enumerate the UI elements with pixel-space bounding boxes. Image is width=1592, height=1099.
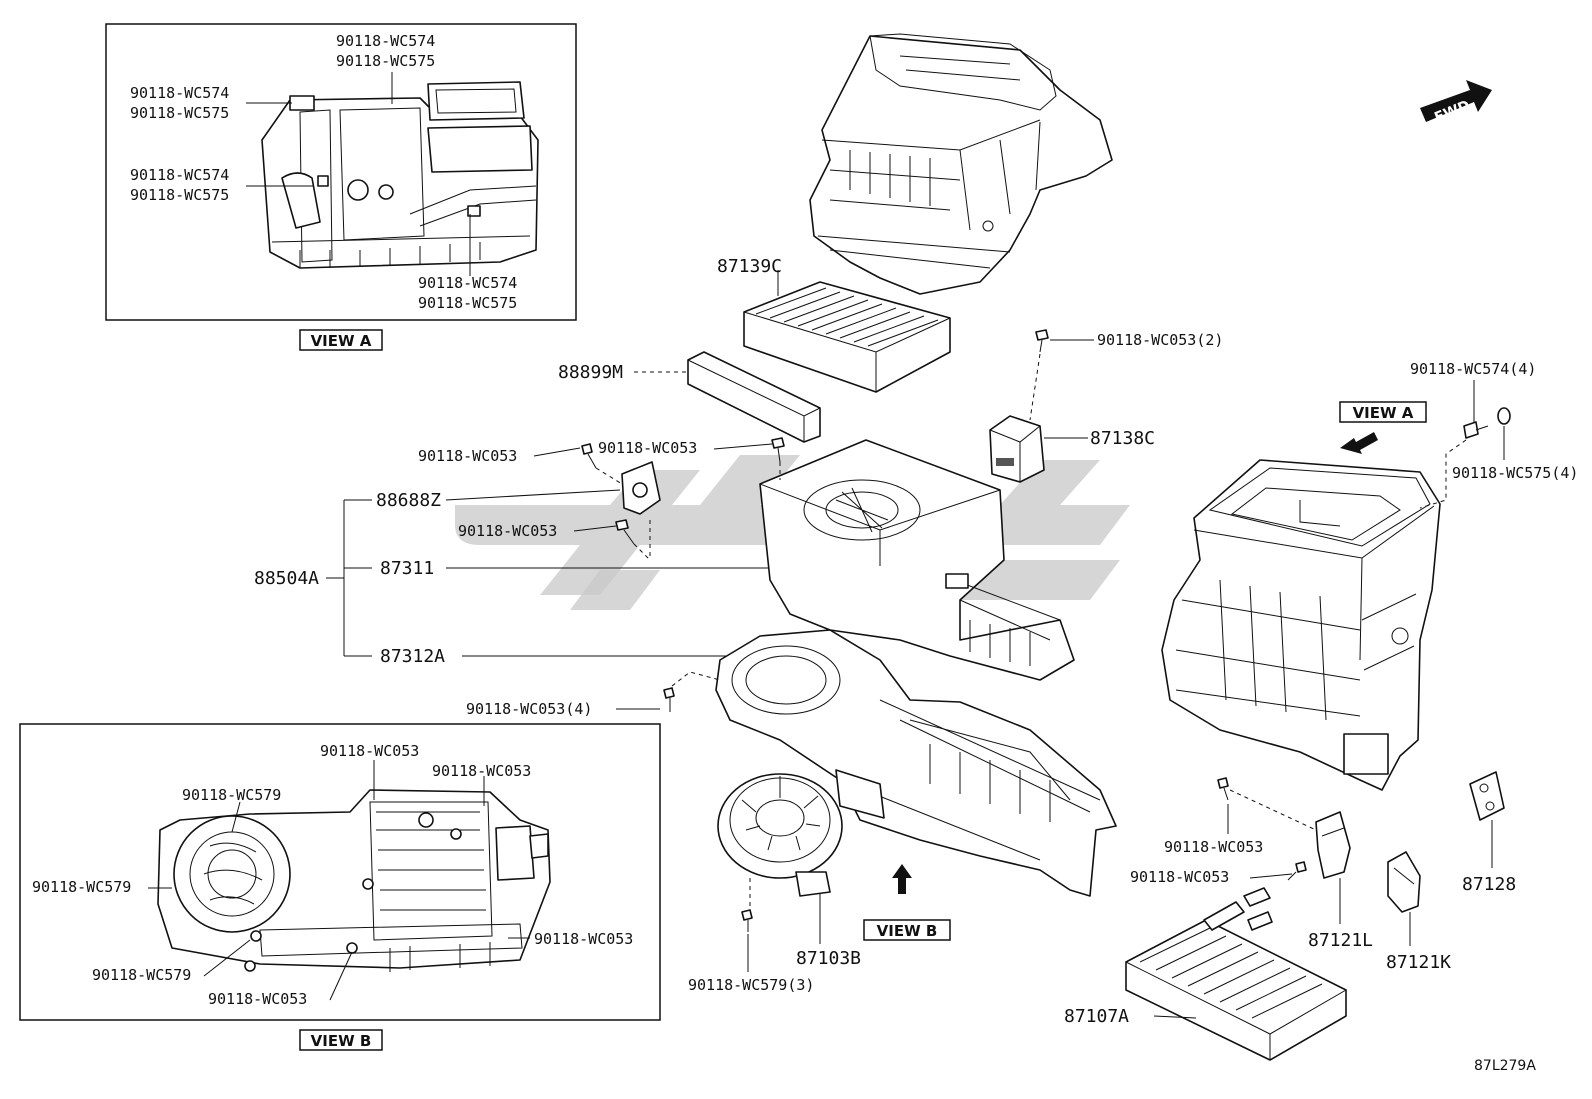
bracket-88688Z [621,461,661,515]
label-87107A: 87107A [1064,1006,1129,1027]
filter-cover-88899M [687,351,821,443]
inset-a-label-left-upper-1: 90118-WC574 [130,84,229,102]
label-88504A: 88504A [254,568,319,589]
view-b-arrow-icon [892,864,912,894]
inset-b-label-top-center: 90118-WC053 [320,742,419,760]
label-87103B: 87103B [796,948,861,969]
view-a-main-tag: VIEW A [1339,401,1427,423]
diagram-reference-code: 87L279A [1474,1058,1536,1074]
screw-icon [1217,777,1229,801]
cabin-air-filter-87139C [743,281,951,393]
label-87121L: 87121L [1308,930,1373,951]
inset-b-label-left: 90118-WC579 [32,878,131,896]
label-90118-WC574-4: 90118-WC574(4) [1410,360,1536,378]
view-b-tag: VIEW B [299,1029,383,1051]
grommet-87128 [1469,771,1505,821]
screw-icon [581,443,597,469]
inset-view-a: 90118-WC574 90118-WC575 90118-WC574 9011… [105,23,577,321]
inset-a-hvac-unit-drawing [261,81,539,269]
hvac-unit-assembly [1161,459,1441,791]
label-87311: 87311 [380,558,434,579]
inset-a-label-bottom-2: 90118-WC575 [418,294,517,312]
view-a-tag: VIEW A [299,329,383,351]
label-87139C: 87139C [717,256,782,277]
label-90118-WC053-top: 90118-WC053 [598,439,697,457]
inset-a-label-top-2: 90118-WC575 [336,52,435,70]
inset-view-b: 90118-WC053 90118-WC053 90118-WC579 9011… [19,723,661,1021]
label-87138C: 87138C [1090,428,1155,449]
inset-a-label-bottom-1: 90118-WC574 [418,274,517,292]
blower-lower-case-87312A [715,629,1117,897]
pipe-cover-87121K [1387,851,1421,913]
inset-b-hvac-unit-drawing [157,789,551,972]
fwd-arrow-icon: FWD [1420,80,1492,126]
screw-icon [771,437,785,463]
inset-b-label-upper-left: 90118-WC579 [182,786,281,804]
label-87312A: 87312A [380,646,445,667]
blower-upper-case-87311 [759,439,1075,681]
blower-motor-87103B [717,773,843,897]
screw-icon [1287,861,1307,881]
label-87121K: 87121K [1386,952,1451,973]
label-90118-WC575-4: 90118-WC575(4) [1452,464,1578,482]
upper-blower-housing [809,33,1113,295]
label-90118-WC053-2: 90118-WC053(2) [1097,331,1223,349]
svg-text:VIEW A: VIEW A [1353,404,1414,422]
label-90118-WC053-mid: 90118-WC053 [458,522,557,540]
svg-text:VIEW B: VIEW B [877,922,938,940]
inset-a-label-left-mid-1: 90118-WC574 [130,166,229,184]
inset-a-label-top-1: 90118-WC574 [336,32,435,50]
screw-icon [741,909,753,932]
inset-a-label-left-mid-2: 90118-WC575 [130,186,229,204]
label-90118-WC053-left: 90118-WC053 [418,447,517,465]
clamp-87121L [1315,811,1351,879]
view-b-main-tag: VIEW B [863,919,951,941]
label-87128: 87128 [1462,874,1516,895]
label-90118-WC579-3: 90118-WC579(3) [688,976,814,994]
inset-a-label-left-upper-2: 90118-WC575 [130,104,229,122]
servo-motor-87138C [989,415,1045,483]
clip-icon [1463,407,1511,439]
svg-text:VIEW B: VIEW B [311,1032,372,1050]
inset-b-label-top-right: 90118-WC053 [432,762,531,780]
svg-text:VIEW A: VIEW A [311,332,372,350]
inset-b-label-bottom-center: 90118-WC053 [208,990,307,1008]
heater-core-87107A [1125,887,1347,1061]
label-90118-WC053-4: 90118-WC053(4) [466,700,592,718]
screw-icon [615,519,635,545]
screw-icon [663,687,675,712]
label-90118-WC053-right-2: 90118-WC053 [1130,868,1229,886]
inset-b-label-right: 90118-WC053 [534,930,633,948]
label-90118-WC053-right-1: 90118-WC053 [1164,838,1263,856]
label-88688Z: 88688Z [376,490,441,511]
inset-b-label-bottom-left: 90118-WC579 [92,966,191,984]
label-88899M: 88899M [558,362,623,383]
view-a-arrow-icon [1340,432,1378,454]
screw-icon [1035,329,1049,353]
